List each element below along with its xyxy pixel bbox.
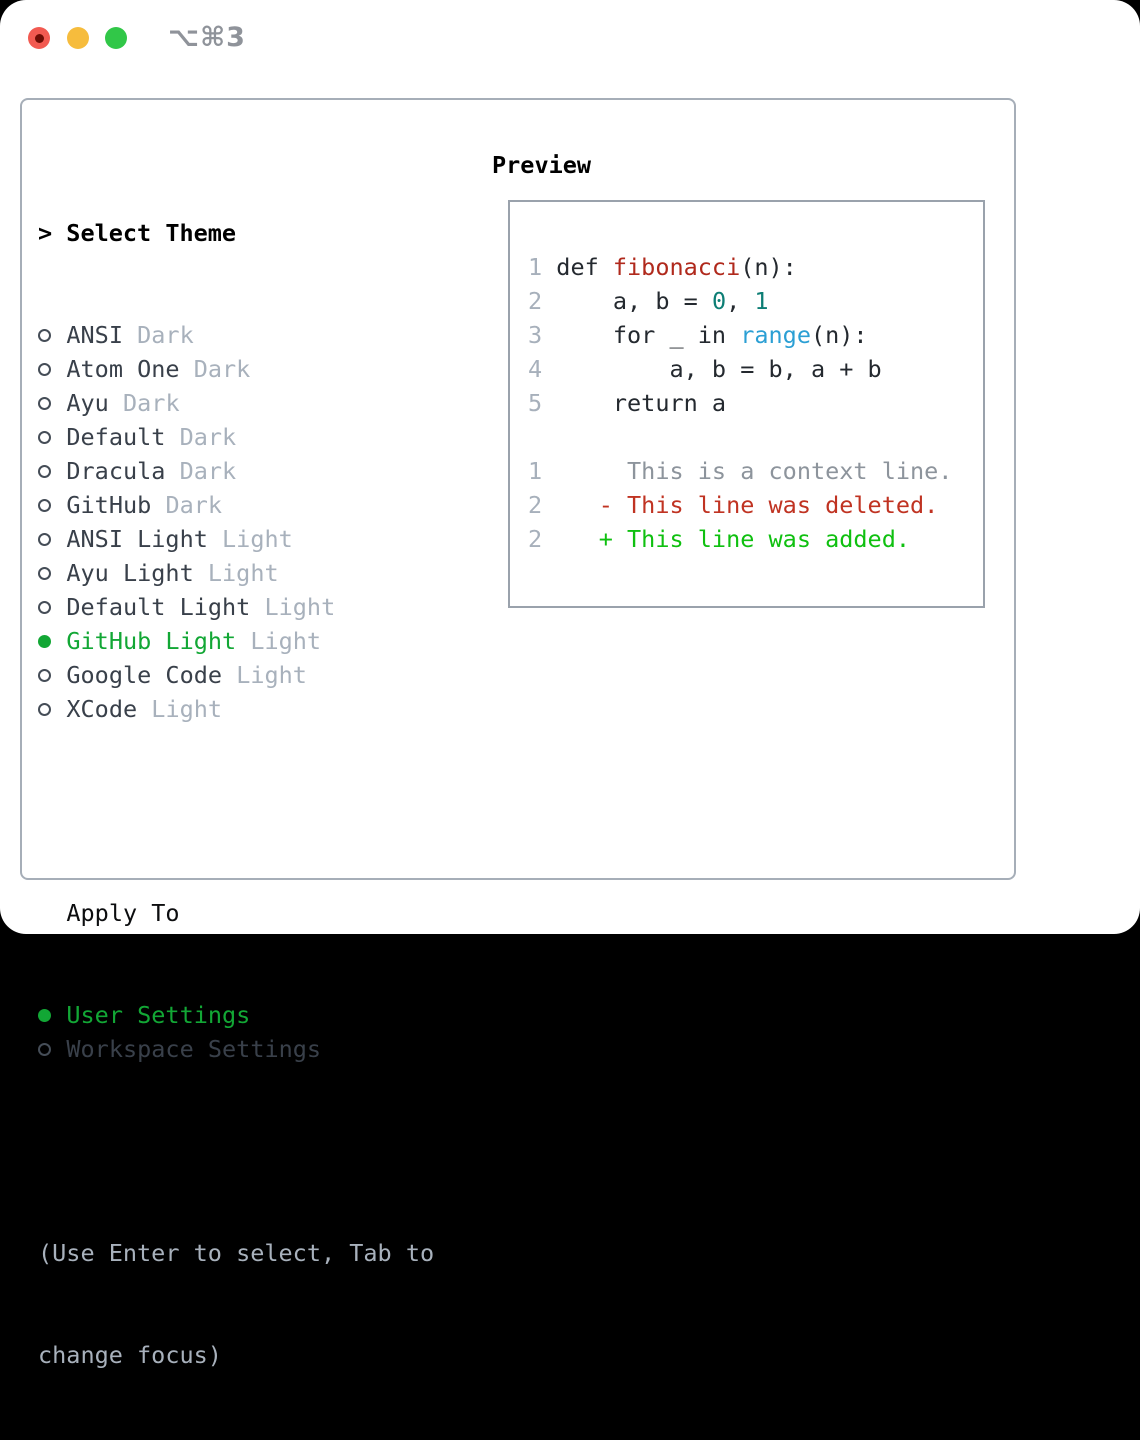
- theme-option-ayu-light[interactable]: Ayu Light Light: [38, 556, 434, 590]
- spacer: [38, 794, 434, 828]
- theme-option-ansi[interactable]: ANSI Dark: [38, 318, 434, 352]
- radio-icon: [38, 397, 51, 410]
- option-variant: Dark: [193, 355, 251, 383]
- apply-to-header: Apply To: [66, 899, 180, 927]
- radio-icon: [38, 1043, 51, 1056]
- option-label: Google Code: [66, 661, 223, 689]
- preview-title: Preview: [492, 151, 592, 179]
- theme-option-google-code[interactable]: Google Code Light: [38, 658, 434, 692]
- window-title: ⌥⌘3: [168, 22, 246, 53]
- option-label: Dracula: [66, 457, 166, 485]
- code-line: 1 def fibonacci(n):: [528, 253, 797, 281]
- theme-option-github-light[interactable]: GitHub Light Light: [38, 624, 434, 658]
- theme-option-ansi-light[interactable]: ANSI Light Light: [38, 522, 434, 556]
- option-variant: Light: [250, 627, 322, 655]
- theme-option-xcode[interactable]: XCode Light: [38, 692, 434, 726]
- radio-icon: [38, 465, 51, 478]
- option-variant: Dark: [179, 457, 237, 485]
- radio-icon: [38, 601, 51, 614]
- radio-selected-icon: [38, 1009, 51, 1022]
- option-label: Workspace Settings: [66, 1035, 322, 1063]
- option-label: XCode: [66, 695, 138, 723]
- theme-option-dracula[interactable]: Dracula Dark: [38, 454, 434, 488]
- close-button[interactable]: [28, 27, 50, 49]
- option-label: Ayu: [66, 389, 109, 417]
- code-line: 5 return a: [528, 389, 727, 417]
- theme-option-github[interactable]: GitHub Dark: [38, 488, 434, 522]
- code-line: 1 This is a context line.: [528, 457, 953, 485]
- option-label: Atom One: [66, 355, 180, 383]
- option-label: Default: [66, 423, 166, 451]
- apply-option-user-settings[interactable]: User Settings: [38, 998, 434, 1032]
- zoom-button[interactable]: [105, 27, 127, 49]
- option-label: GitHub: [66, 491, 152, 519]
- radio-icon: [38, 567, 51, 580]
- option-variant: Light: [151, 695, 223, 723]
- option-label: Ayu Light: [66, 559, 194, 587]
- minimize-button[interactable]: [66, 27, 89, 49]
- theme-option-ayu[interactable]: Ayu Dark: [38, 386, 434, 420]
- option-label: GitHub Light: [66, 627, 237, 655]
- spacer: [38, 1134, 434, 1168]
- radio-icon: [38, 363, 51, 376]
- option-label: Default Light: [66, 593, 251, 621]
- option-variant: Light: [222, 525, 293, 553]
- option-label: ANSI: [66, 321, 123, 349]
- code-line: 2 + This line was added.: [528, 525, 911, 553]
- hint-line: change focus): [38, 1341, 222, 1369]
- code-line: 4 a, b = b, a + b: [528, 355, 882, 383]
- code-line: 3 for _ in range(n):: [528, 321, 868, 349]
- code-line: 2 a, b = 0, 1: [528, 287, 769, 315]
- titlebar: [28, 27, 144, 49]
- preview-code-box: 1 def fibonacci(n): 2 a, b = 0, 1 3 for _ …: [508, 200, 985, 608]
- option-variant: Dark: [123, 389, 180, 417]
- code-line: 2 - This line was deleted.: [528, 491, 939, 519]
- radio-icon: [38, 669, 51, 682]
- theme-option-default-light[interactable]: Default Light Light: [38, 590, 434, 624]
- option-variant: Light: [264, 593, 336, 621]
- radio-icon: [38, 329, 51, 342]
- hint-line: (Use Enter to select, Tab to: [38, 1239, 435, 1267]
- theme-option-default[interactable]: Default Dark: [38, 420, 434, 454]
- select-theme-header: > Select Theme: [38, 219, 237, 247]
- radio-icon: [38, 431, 51, 444]
- option-variant: Dark: [165, 491, 223, 519]
- radio-icon: [38, 703, 51, 716]
- theme-option-atom-one[interactable]: Atom One Dark: [38, 352, 434, 386]
- radio-icon: [38, 499, 51, 512]
- option-label: ANSI Light: [66, 525, 208, 553]
- option-variant: Light: [207, 559, 279, 587]
- apply-option-workspace-settings[interactable]: Workspace Settings: [38, 1032, 434, 1066]
- option-label: User Settings: [66, 1001, 251, 1029]
- radio-selected-icon: [38, 635, 51, 648]
- option-variant: Dark: [179, 423, 237, 451]
- option-variant: Light: [236, 661, 307, 689]
- code-line: [528, 420, 983, 454]
- option-variant: Dark: [137, 321, 194, 349]
- radio-icon: [38, 533, 51, 546]
